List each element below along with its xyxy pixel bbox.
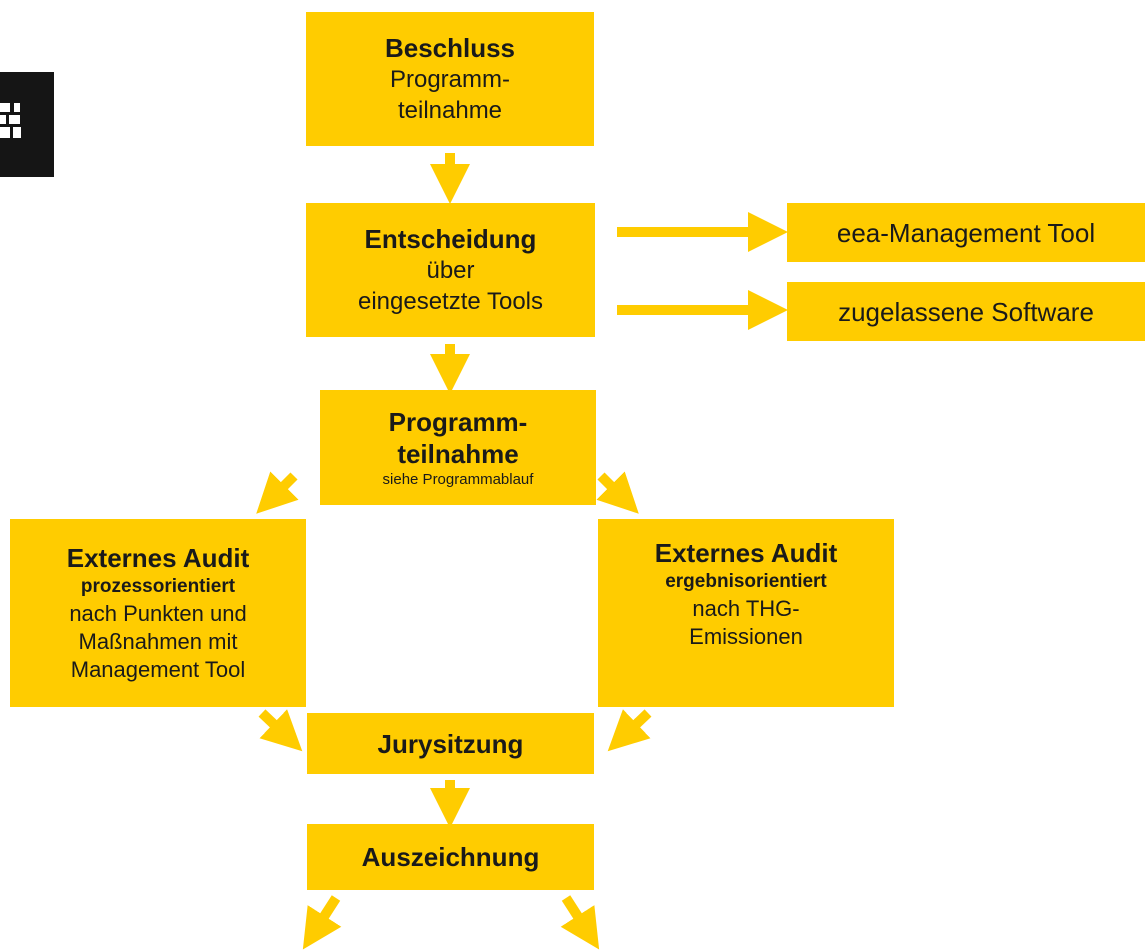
node-entscheidung-title: Entscheidung — [364, 224, 537, 254]
node-beschluss: Beschluss Programm- teilnahme — [306, 12, 594, 146]
node-entscheidung-line1: über — [426, 257, 475, 284]
node-beschluss-title: Beschluss — [384, 33, 516, 63]
node-beschluss-line2: teilnahme — [397, 97, 503, 124]
node-eea-management-tool: eea-Management Tool — [787, 203, 1145, 262]
node-programmteilnahme-title1: Programm- — [388, 406, 528, 437]
arrow-programm-to-audit-prozess — [256, 471, 299, 514]
node-software-label: zugelassene Software — [838, 296, 1094, 327]
node-programmteilnahme: Programm- teilnahme siehe Programmablauf — [320, 390, 596, 505]
node-programmteilnahme-note: siehe Programmablauf — [382, 470, 534, 488]
node-audit-prozess-line3: Management Tool — [70, 657, 246, 682]
node-audit-prozess-title: Externes Audit — [66, 543, 250, 573]
node-auszeichnung: Auszeichnung — [307, 824, 594, 890]
node-audit-prozess-line1: nach Punkten und — [69, 601, 247, 626]
node-audit-ergebnis-subtitle: ergebnisorientiert — [665, 571, 827, 592]
node-jurysitzung: Jurysitzung — [307, 713, 594, 774]
node-audit-ergebnis-line2: Emissionen — [689, 624, 803, 649]
node-audit-prozess-line2: Maßnahmen mit — [78, 629, 238, 654]
node-programmteilnahme-title2: teilnahme — [397, 438, 519, 469]
grid-logo-icon — [0, 72, 54, 177]
node-audit-ergebnis-title: Externes Audit — [654, 538, 838, 568]
node-auszeichnung-title: Auszeichnung — [361, 842, 540, 872]
node-audit-ergebnisorientiert: Externes Audit ergebnisorientiert nach T… — [598, 519, 894, 707]
arrow-audit-prozess-to-jury — [258, 709, 303, 752]
node-beschluss-line1: Programm- — [389, 66, 510, 93]
node-jury-title: Jurysitzung — [377, 728, 524, 759]
node-entscheidung: Entscheidung über eingesetzte Tools — [306, 203, 595, 337]
node-entscheidung-line2: eingesetzte Tools — [357, 288, 543, 315]
arrow-auszeichnung-right — [560, 895, 600, 950]
node-audit-prozess-subtitle: prozessorientiert — [80, 576, 236, 597]
arrow-auszeichnung-left — [302, 895, 342, 950]
arrow-audit-ergebnis-to-jury — [607, 709, 652, 752]
node-zugelassene-software: zugelassene Software — [787, 282, 1145, 341]
node-audit-ergebnis-line1: nach THG- — [692, 596, 800, 621]
arrow-programm-to-audit-ergebnis — [596, 471, 639, 514]
node-audit-prozessorientiert: Externes Audit prozessorientiert nach Pu… — [10, 519, 306, 707]
node-eea-tool-label: eea-Management Tool — [836, 217, 1096, 248]
